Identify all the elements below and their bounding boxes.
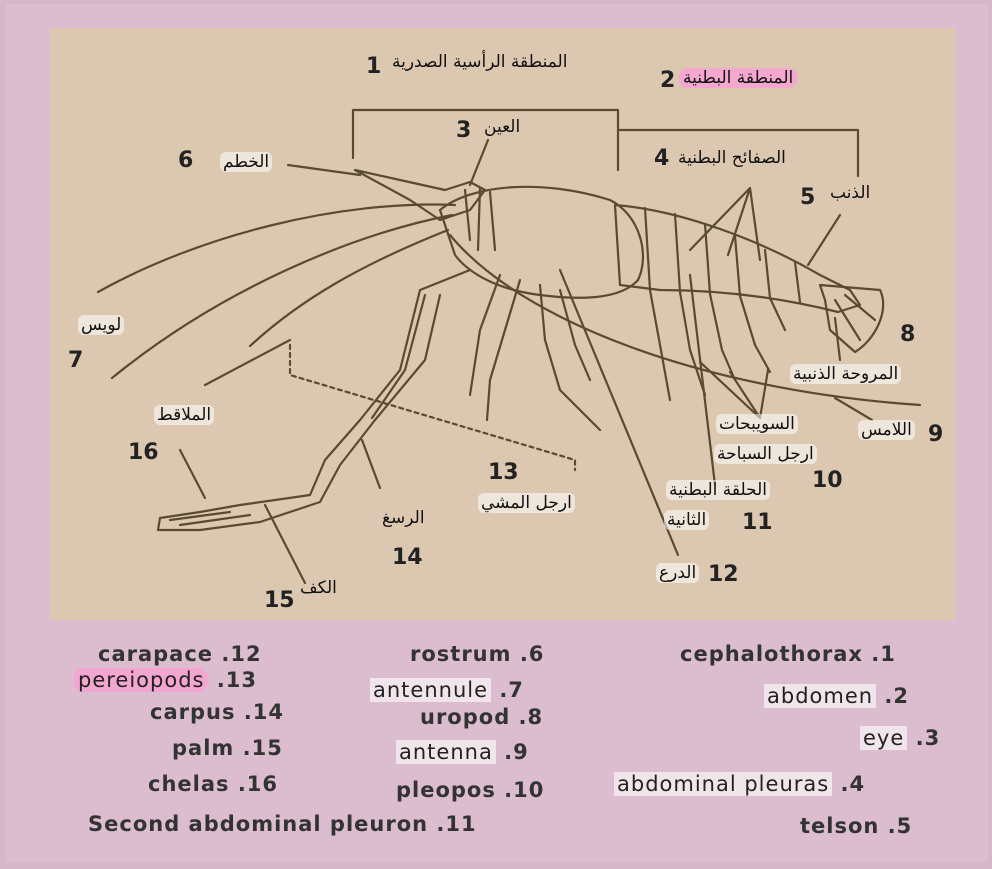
label-num-11: 11 [742, 510, 773, 535]
legend-item: chelas .16 [148, 772, 278, 796]
label-num-3: 3 [456, 118, 471, 143]
legend-item: cephalothorax .1 [680, 642, 896, 666]
arrow-chelas [180, 450, 205, 498]
label-num-8: 8 [900, 322, 915, 347]
label-num-14: 14 [392, 545, 423, 570]
arrow-eye [470, 140, 488, 185]
legend-item: antennule .7 [370, 678, 524, 702]
legend-item: pereiopods .13 [74, 668, 257, 692]
label-uropod-ar: المروحة الذنبية [790, 364, 901, 384]
arrow-palm [265, 505, 305, 583]
legend-item: telson .5 [800, 814, 912, 838]
legend-item: abdominal pleuras .4 [614, 772, 865, 796]
label-second-pleuron-ar-2: الثانية [664, 510, 709, 530]
label-num-16: 16 [128, 440, 159, 465]
label-num-10: 10 [812, 468, 843, 493]
cheliped [158, 270, 470, 530]
arrow-rostrum [288, 165, 360, 175]
label-rostrum-ar: الخطم [220, 152, 272, 172]
legend-item: carpus .14 [150, 700, 284, 724]
antennule-line-2 [112, 215, 452, 378]
antennule-line-3 [250, 230, 448, 346]
label-pleopods-ar-2: ارجل السباحة [714, 444, 817, 464]
label-eye-ar: العين [484, 117, 520, 137]
legend-item: carapace .12 [98, 642, 262, 666]
carapace-shape [440, 187, 643, 298]
legend-item: pleopos .10 [396, 778, 544, 802]
label-carpus-ar: الرسغ [382, 508, 425, 528]
label-num-9: 9 [928, 422, 943, 447]
label-palm-ar: الكف [300, 578, 337, 598]
legend-item: abdomen .2 [764, 684, 909, 708]
legend-item: palm .15 [172, 736, 283, 760]
legend-item: Second abdominal pleuron .11 [88, 812, 477, 836]
label-num-5: 5 [800, 185, 815, 210]
label-abdomen-ar: المنطقة البطنية [679, 68, 797, 88]
antennule-line [98, 205, 455, 292]
label-antenna-ar: اللامس [858, 420, 915, 440]
label-antennule-ar: لويس [78, 315, 124, 335]
arrow-telson [808, 215, 840, 265]
label-chelas-ar: الملاقط [154, 405, 214, 425]
label-pereiopods-ar: ارجل المشي [478, 493, 575, 513]
legend-item: antenna .9 [396, 740, 529, 764]
arrow-antennule [205, 340, 290, 385]
label-num-13: 13 [488, 460, 519, 485]
legend-item: uropod .8 [420, 705, 543, 729]
label-num-12: 12 [708, 562, 739, 587]
arrow-pleopods [700, 362, 768, 418]
label-num-7: 7 [68, 348, 83, 373]
label-num-2: 2 [660, 68, 675, 93]
label-pleopods-ar-1: السويبحات [716, 414, 798, 434]
label-telson-ar: الذنب [830, 183, 870, 203]
arrow-carapace [560, 270, 678, 555]
label-pleuras-ar: الصفائح البطنية [678, 148, 786, 168]
arrow-pleuras [690, 188, 760, 260]
arrow-carpus [362, 440, 380, 488]
legend-item: eye .3 [860, 726, 940, 750]
label-num-1: 1 [366, 54, 381, 79]
label-carapace-ar: الدرع [656, 563, 699, 583]
label-second-pleuron-ar-1: الحلقة البطنية [666, 480, 770, 500]
label-num-4: 4 [654, 146, 669, 171]
label-num-6: 6 [178, 148, 193, 173]
legend-item: rostrum .6 [410, 642, 544, 666]
label-num-15: 15 [264, 588, 295, 613]
arrow-second-pleuron [690, 275, 715, 485]
label-cephalothorax-ar: المنطقة الرأسية الصدرية [392, 52, 567, 72]
